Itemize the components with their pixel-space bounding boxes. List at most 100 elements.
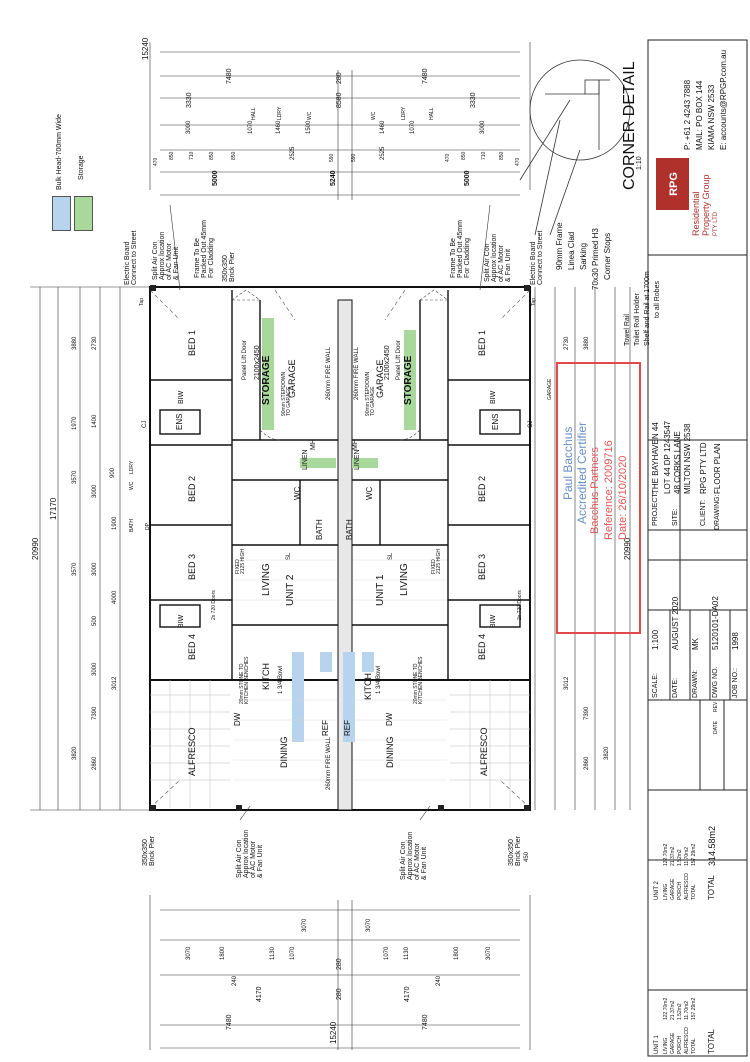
dim-bottom-r3: 3070 bbox=[302, 918, 308, 932]
dim-top-half-1: 7480 bbox=[226, 68, 233, 84]
dim-top-label: HALL bbox=[251, 107, 257, 120]
room-wc-left: WC bbox=[293, 486, 302, 500]
area-row-label: GARAGE bbox=[670, 1032, 676, 1054]
doors-note-left: 2x 720 Doors bbox=[211, 590, 217, 620]
dim-top-half-mid: 280 bbox=[336, 72, 343, 84]
site-value: LOT 44 DP 1243547 bbox=[663, 420, 672, 494]
project-label: PROJECT: bbox=[652, 492, 659, 526]
dim-top-r3: 1460 bbox=[276, 120, 282, 134]
rail-note: to all Robes bbox=[654, 281, 661, 318]
drawing-label: DRAWING: bbox=[714, 494, 721, 530]
dim-top-label: LDRY bbox=[277, 106, 283, 120]
room-living-left: LIVING bbox=[261, 563, 272, 596]
drawn-value: MK bbox=[691, 638, 700, 650]
sl-left: SL bbox=[286, 552, 292, 560]
dim-top-r4: 850 bbox=[499, 151, 505, 160]
company-line: MAIL: PO BOX 144 bbox=[695, 80, 704, 150]
area-u2-val: 1.52m2 bbox=[677, 849, 683, 866]
note-ac-bottom-right: Split Air Con Approx location of AC Moto… bbox=[400, 831, 428, 880]
room-bath-right: BATH bbox=[345, 519, 354, 540]
note-elec-left: Electric Board Connect to Street bbox=[124, 230, 138, 285]
note-ac-right: Split Air Con Approx location of AC Moto… bbox=[484, 233, 512, 282]
dim-top-r3: 3000 bbox=[186, 120, 192, 134]
dim-bottom-half-2: 7480 bbox=[422, 1014, 429, 1030]
room-bed-1-left: BED 1 bbox=[187, 329, 197, 356]
stone-note-right: 20mm STONE TO KITCHEN BENCHES bbox=[413, 656, 424, 704]
dim-top-r4: 710 bbox=[189, 151, 195, 160]
job-label: JOB NO.: bbox=[732, 668, 739, 698]
dim-top-label: WC bbox=[371, 111, 377, 120]
dwg-label: DWG NO. bbox=[712, 666, 719, 699]
room-bed-2-right: BED 2 bbox=[477, 475, 487, 502]
corner-note: Corner Stops bbox=[603, 232, 612, 280]
dim-top-r4: 850 bbox=[209, 151, 215, 160]
linen-zone-left bbox=[300, 458, 336, 468]
dim-left-row: 3570 bbox=[72, 470, 78, 484]
step-note-left: 90mm STEPDOWN TO GARAGE bbox=[281, 371, 292, 416]
area-u1-val: 122.70m2 bbox=[663, 997, 669, 1020]
bulkhead-left-2 bbox=[320, 652, 332, 672]
stamp-role: Accredited Certifier bbox=[575, 421, 589, 524]
corner-note: Sarking bbox=[579, 242, 588, 270]
room-mh-right: MH bbox=[352, 439, 359, 450]
dim-top-r4: 850 bbox=[231, 151, 237, 160]
dim-top-r3: 1500 bbox=[306, 120, 312, 134]
area-u1-val: 11.70m2 bbox=[684, 1000, 690, 1020]
dim-bottom-r2: 280 bbox=[336, 958, 343, 970]
dim-top-r5: 5000 bbox=[212, 170, 219, 186]
storage-zone-right bbox=[404, 330, 416, 430]
stamp-line: Bacchus Partners bbox=[589, 447, 601, 534]
corner-note: 90mm Frame bbox=[555, 222, 564, 270]
dim-right-row: 2860 bbox=[584, 756, 590, 770]
dim-bottom-r3: 1800 bbox=[220, 946, 226, 960]
room-storage-right: STORAGE bbox=[403, 355, 414, 405]
legend-swatch-storage bbox=[74, 196, 93, 231]
dim-left-row: 1400 bbox=[92, 414, 98, 428]
door-size-left: 2100x2450 bbox=[254, 345, 261, 380]
brick-piers bbox=[150, 285, 530, 811]
dim-top-r2-2: 8580 bbox=[336, 92, 343, 108]
area-u2-val: 122.70m2 bbox=[663, 843, 669, 866]
company-line: E: accounts@RPGP.com.au bbox=[719, 49, 728, 150]
dim-left-row: 4000 bbox=[112, 590, 118, 604]
company-line: KIAMA NSW 2533 bbox=[707, 84, 716, 150]
bulkhead-left bbox=[292, 652, 304, 742]
dim-left-row: 3570 bbox=[72, 562, 78, 576]
dim-bottom-r4: 240 bbox=[232, 975, 238, 986]
right-dimension-lines bbox=[534, 287, 631, 810]
dim-top-label: HALL bbox=[429, 107, 435, 120]
legend-label-storage: Storage bbox=[78, 155, 85, 180]
dp-marker: DP bbox=[145, 523, 151, 530]
dim-left-row: 7390 bbox=[92, 706, 98, 720]
bowl-right: 1 3/4 Bowl bbox=[376, 665, 382, 694]
company-line: P: +61 2 4243 7888 bbox=[683, 79, 692, 150]
room-linen-left: LINEN bbox=[302, 449, 309, 470]
note-pier-left: 350x350 Brick Pier bbox=[222, 252, 236, 282]
dim-top-r2-1: 3330 bbox=[186, 92, 193, 108]
unit-2-walls bbox=[150, 290, 338, 680]
left-dimension-lines bbox=[30, 286, 150, 811]
note-pier-bottom-right: 350x350 Brick Pier bbox=[508, 836, 522, 866]
room-bed-3-right: BED 3 bbox=[477, 553, 487, 580]
dim-top-r2-3: 3330 bbox=[470, 92, 477, 108]
dim-bottom-r2: 4170 bbox=[404, 986, 411, 1002]
dim-top-r4: 2525 bbox=[290, 146, 296, 160]
brand-line: Residential bbox=[691, 191, 701, 236]
area-u2-val: 21.37m2 bbox=[670, 846, 676, 866]
dim-top-r3: 3000 bbox=[480, 120, 486, 134]
corner-note: Linea Clad bbox=[567, 231, 576, 270]
scale-value: 1:100 bbox=[651, 629, 660, 650]
dim-bottom-r3: 1130 bbox=[270, 947, 276, 960]
corner-detail-scale: 1:10 bbox=[636, 156, 643, 170]
fixed-note-left: FIXED 2125 HIGH bbox=[235, 548, 246, 574]
corner-detail-diagram bbox=[519, 59, 631, 236]
tap-right: Tap bbox=[531, 297, 537, 306]
brand-line: Property Group bbox=[701, 174, 711, 236]
dim-top-r5: 5000 bbox=[464, 170, 471, 186]
panel-door-left: Panel Lift Door bbox=[242, 340, 248, 380]
roof-hip-lines bbox=[149, 289, 531, 809]
room-ens-left: ENS bbox=[175, 413, 184, 430]
dim-left-label: WC bbox=[129, 481, 135, 490]
dim-bottom-r3-r: 1070 bbox=[384, 946, 390, 960]
